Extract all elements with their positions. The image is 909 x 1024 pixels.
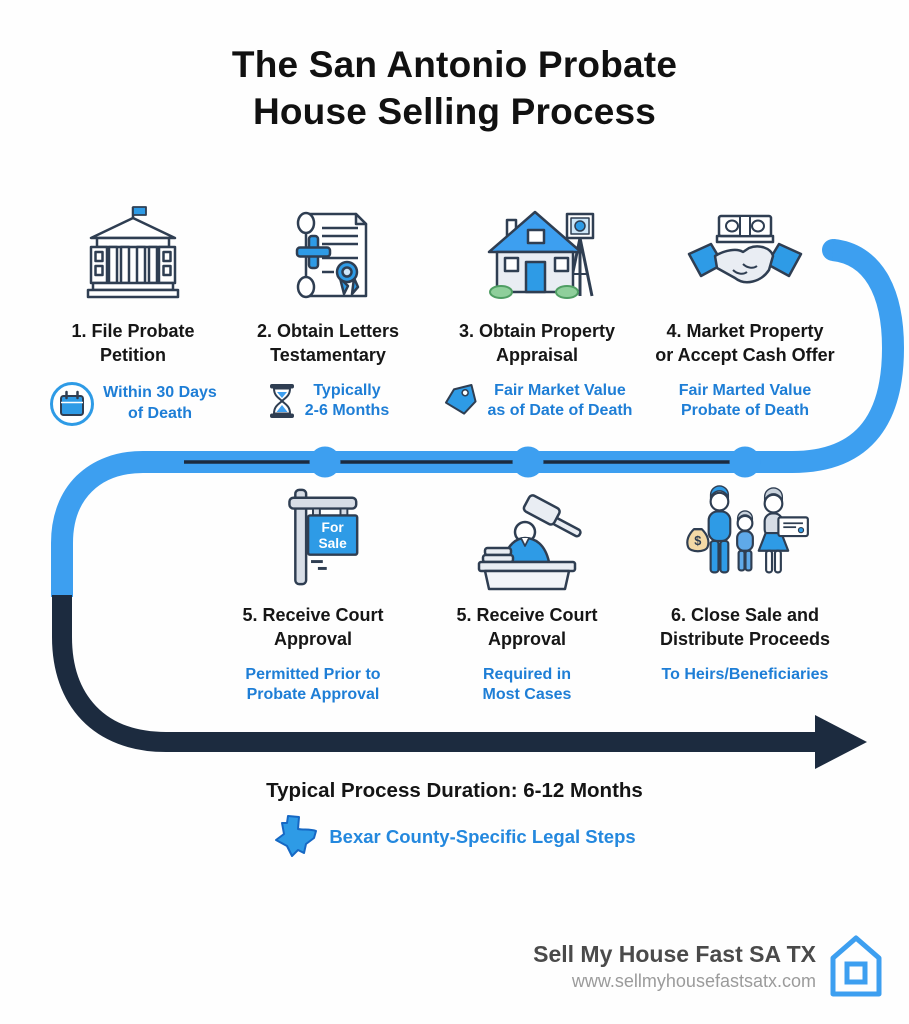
step-caption-text: Typically 2-6 Months [304,381,390,420]
step-caption-text: Permitted Prior to Probate Approval [245,665,381,704]
timeline-node [729,446,761,478]
judge-gavel-icon [477,494,582,591]
step-title: 1. File Probate Petition [71,321,195,365]
step-caption-text: Fair Marted Value Probate of Death [678,381,812,420]
family-proceeds-icon: $ [686,485,809,574]
texas-icon [275,815,318,857]
arrowhead-icon [815,715,867,769]
money-bag-symbol: $ [694,533,701,548]
step-caption-text: Fair Market Value as of Date of Death [487,381,633,420]
price-tag-icon [444,384,477,415]
page-title: The San Antonio Probate House Selling Pr… [231,44,678,132]
step-title: 5. Receive Court Approval [242,605,384,649]
step-caption-text: Required in Most Cases [482,665,572,704]
step-caption-text: Within 30 Days of Death [103,383,217,422]
step-4-market-property: 4. Market Property or Accept Cash Offer … [635,198,855,422]
timeline-node [512,446,544,478]
calendar-icon [50,381,95,426]
path-blue-segment [51,239,905,597]
step-3-obtain-property-appraisal: 3. Obtain Property Appraisal Fair Market… [437,198,637,422]
path-navy-segment [52,595,820,752]
step-caption: Permitted Prior to Probate Approval [213,665,413,707]
house-appraisal-icon [487,210,595,299]
step-caption: Required in Most Cases [427,665,627,707]
step-5-receive-court-approval-judge: 5. Receive Court Approval Required in Mo… [427,482,627,706]
step-6-close-sale-distribute-proceeds: $ 6. Close Sale and Distribute Proceeds … [635,482,855,685]
hourglass-icon [269,384,294,419]
step-title: 2. Obtain Letters Testamentary [256,321,400,365]
step-caption: Within 30 Days of Death [38,381,228,427]
step-caption: Fair Marted Value Probate of Death [635,381,855,423]
step-caption: To Heirs/Beneficiaries [635,665,855,686]
courthouse-icon [86,206,180,299]
step-title: 5. Receive Court Approval [456,605,598,649]
step-1-file-probate-petition: 1. File Probate Petition Within 30 Days … [38,198,228,427]
process-duration-note: Typical Process Duration: 6-12 Months [266,779,643,802]
step-caption-text: To Heirs/Beneficiaries [661,665,829,683]
brand-name: Sell My House Fast SA TX [533,940,816,967]
step-title: 3. Obtain Property Appraisal [458,321,616,365]
step-5-receive-court-approval-sale: For Sale 5. Receive Court Approval Permi… [213,482,413,706]
for-sale-text-line1: For [322,520,345,535]
for-sale-sign-icon: For Sale [288,488,359,586]
county-note-row: Bexar County-Specific Legal Steps [0,814,909,860]
step-caption: Typically 2-6 Months [233,381,423,423]
timeline-node [309,446,341,478]
step-caption: Fair Market Value as of Date of Death [437,381,637,423]
step-2-obtain-letters-testamentary: 2. Obtain Letters Testamentary Typically… [233,198,423,422]
step-title: 4. Market Property or Accept Cash Offer [655,321,835,365]
handshake-cash-icon [687,214,803,284]
for-sale-text-line2: Sale [319,536,348,551]
house-outline-icon [830,935,882,997]
step-title: 6. Close Sale and Distribute Proceeds [659,605,831,649]
county-note-text: Bexar County-Specific Legal Steps [329,826,636,847]
footer: Sell My House Fast SA TX www.sellmyhouse… [533,934,882,998]
letters-document-icon [295,211,368,299]
website-url: www.sellmyhousefastsatx.com [571,970,816,991]
